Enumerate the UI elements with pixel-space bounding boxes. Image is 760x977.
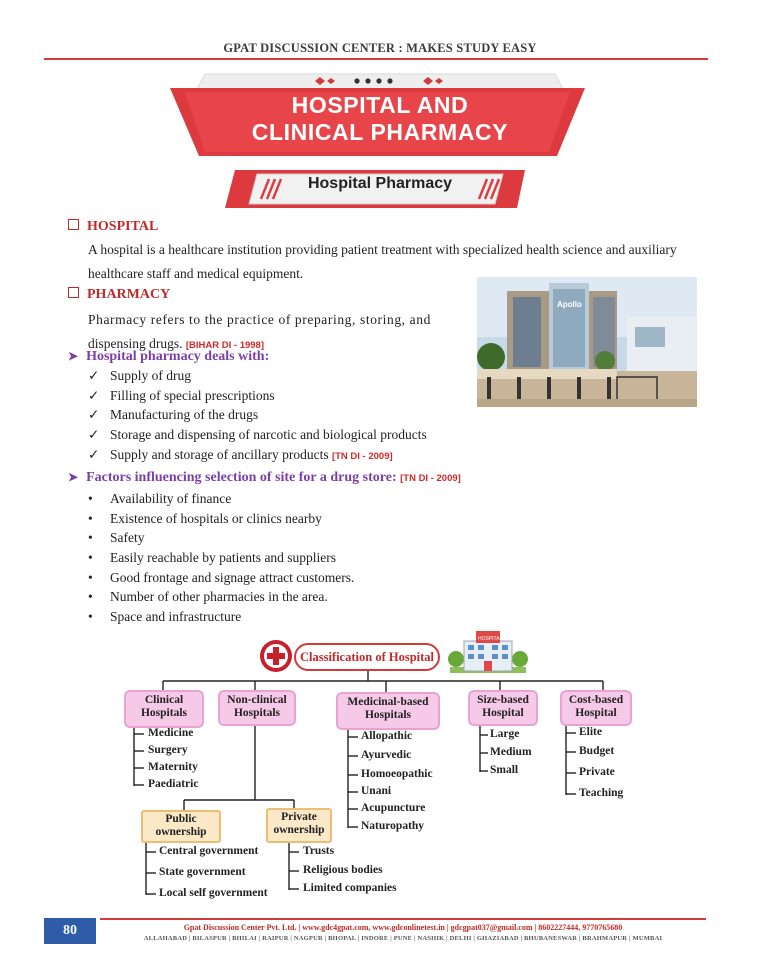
category-nonclinical-box: Non-clinical Hospitals [218,690,296,726]
bullet-icon: • [88,530,93,545]
checkmark-icon: ✓ [88,407,100,422]
tree-leaf: Naturopathy [361,820,425,832]
tree-leaf: Paediatric [148,778,199,790]
category-size-box: Size-based Hospital [468,690,538,726]
header-divider [44,58,708,60]
deals-list-item: ✓Manufacturing of the drugs [88,407,259,422]
pharmacy-heading: PHARMACY [68,287,170,303]
banner-title-line2: CLINICAL PHARMACY [251,119,509,145]
factors-list-item: •Safety [88,530,145,545]
tree-leaf: State government [159,866,246,878]
hospital-heading: HOSPITAL [68,219,158,235]
pharmacy-definition: Pharmacy refers to the practice of prepa… [88,312,431,351]
tree-leaf: Homoeopathic [361,768,433,780]
deals-list-item: ✓Supply and storage of ancillary product… [88,447,393,462]
building-sign-text: Apollo [557,300,582,309]
tree-leaf: Teaching [579,787,624,799]
page-header-title: GPAT DISCUSSION CENTER : MAKES STUDY EAS… [223,41,537,55]
factors-list-item: •Space and infrastructure [88,609,242,624]
banner-title-line1: HOSPITAL AND [291,92,469,118]
reference-tag: [BIHAR DI - 1998] [185,340,264,351]
tree-leaf: Acupuncture [361,802,426,814]
footer-cities-line: ALLAHABAD | BILASPUR | BHILAI | RAIPUR |… [143,935,663,942]
tree-leaf: Large [490,728,520,740]
tree-leaf: Medicine [148,727,194,739]
checkbox-square-icon [68,219,79,230]
tree-leaf: Elite [579,726,602,738]
page-number-badge: 80 [44,918,96,944]
bullet-icon: • [88,491,93,506]
factors-list-item: •Existence of hospitals or clinics nearb… [88,511,322,526]
tree-leaf: Trusts [303,845,335,857]
hospital-definition: A hospital is a healthcare institution p… [88,242,677,281]
factors-list-item: •Easily reachable by patients and suppli… [88,550,337,565]
tree-leaf: Central government [159,845,259,857]
tree-leaf: Budget [579,745,615,757]
hospital-building-photo: Apollo [477,277,697,407]
banner-dots-icon [315,77,443,85]
tree-leaf: Unani [361,785,392,797]
bullet-icon: • [88,589,93,604]
classification-root-box: Classification of Hospital [294,643,440,671]
tree-leaf: Surgery [148,744,188,756]
deals-list-item: ✓Filling of special prescriptions [88,388,275,403]
hospital-building-icon: HOSPITAL [448,631,528,673]
footer-contact-line: Gpat Discussion Center Pvt. Ltd. | www.g… [183,923,623,932]
bullet-icon: • [88,550,93,565]
factors-list-item: •Number of other pharmacies in the area. [88,589,328,604]
checkbox-square-icon [68,287,79,298]
tree-leaf: Small [490,764,519,776]
medical-cross-icon [260,640,292,672]
checkmark-icon: ✓ [88,427,100,442]
banner-title: HOSPITAL AND CLINICAL PHARMACY [200,92,560,146]
category-clinical-box: Clinical Hospitals [124,690,204,728]
category-medicinal-box: Medicinal-based Hospitals [336,692,440,730]
checkmark-icon: ✓ [88,388,100,403]
bullet-icon: • [88,511,93,526]
deals-list-item: ✓Storage and dispensing of narcotic and … [88,427,427,442]
tree-leaf: Religious bodies [303,864,383,876]
tree-leaf: Limited companies [303,882,397,894]
private-ownership-box: Private ownership [266,808,332,843]
factors-list-item: •Availability of finance [88,491,232,506]
public-ownership-box: Public ownership [141,810,221,843]
reference-tag: [TN DI - 2009] [331,451,393,462]
deals-heading: ➤Hospital pharmacy deals with: [68,349,270,364]
factors-heading: ➤Factors influencing selection of site f… [68,470,461,485]
arrow-right-icon: ➤ [68,349,79,363]
tree-leaf: Private [579,766,615,778]
tree-leaf: Medium [490,746,532,758]
title-banner [170,73,585,208]
deals-list-item: ✓Supply of drug [88,368,191,383]
tree-leaf: Ayurvedic [361,749,412,761]
tree-leaf: Local self government [159,887,268,899]
hospital-sign-text: HOSPITAL [478,636,503,642]
checkmark-icon: ✓ [88,447,100,462]
arrow-right-icon: ➤ [68,470,79,484]
tree-leaf: Allopathic [361,730,413,742]
checkmark-icon: ✓ [88,368,100,383]
factors-list-item: •Good frontage and signage attract custo… [88,570,355,585]
footer-divider [100,918,706,920]
category-cost-box: Cost-based Hospital [560,690,632,726]
tree-leaf: Maternity [148,761,198,773]
bullet-icon: • [88,609,93,624]
bullet-icon: • [88,570,93,585]
banner-subtitle: Hospital Pharmacy [307,175,453,192]
reference-tag: [TN DI - 2009] [400,473,461,484]
